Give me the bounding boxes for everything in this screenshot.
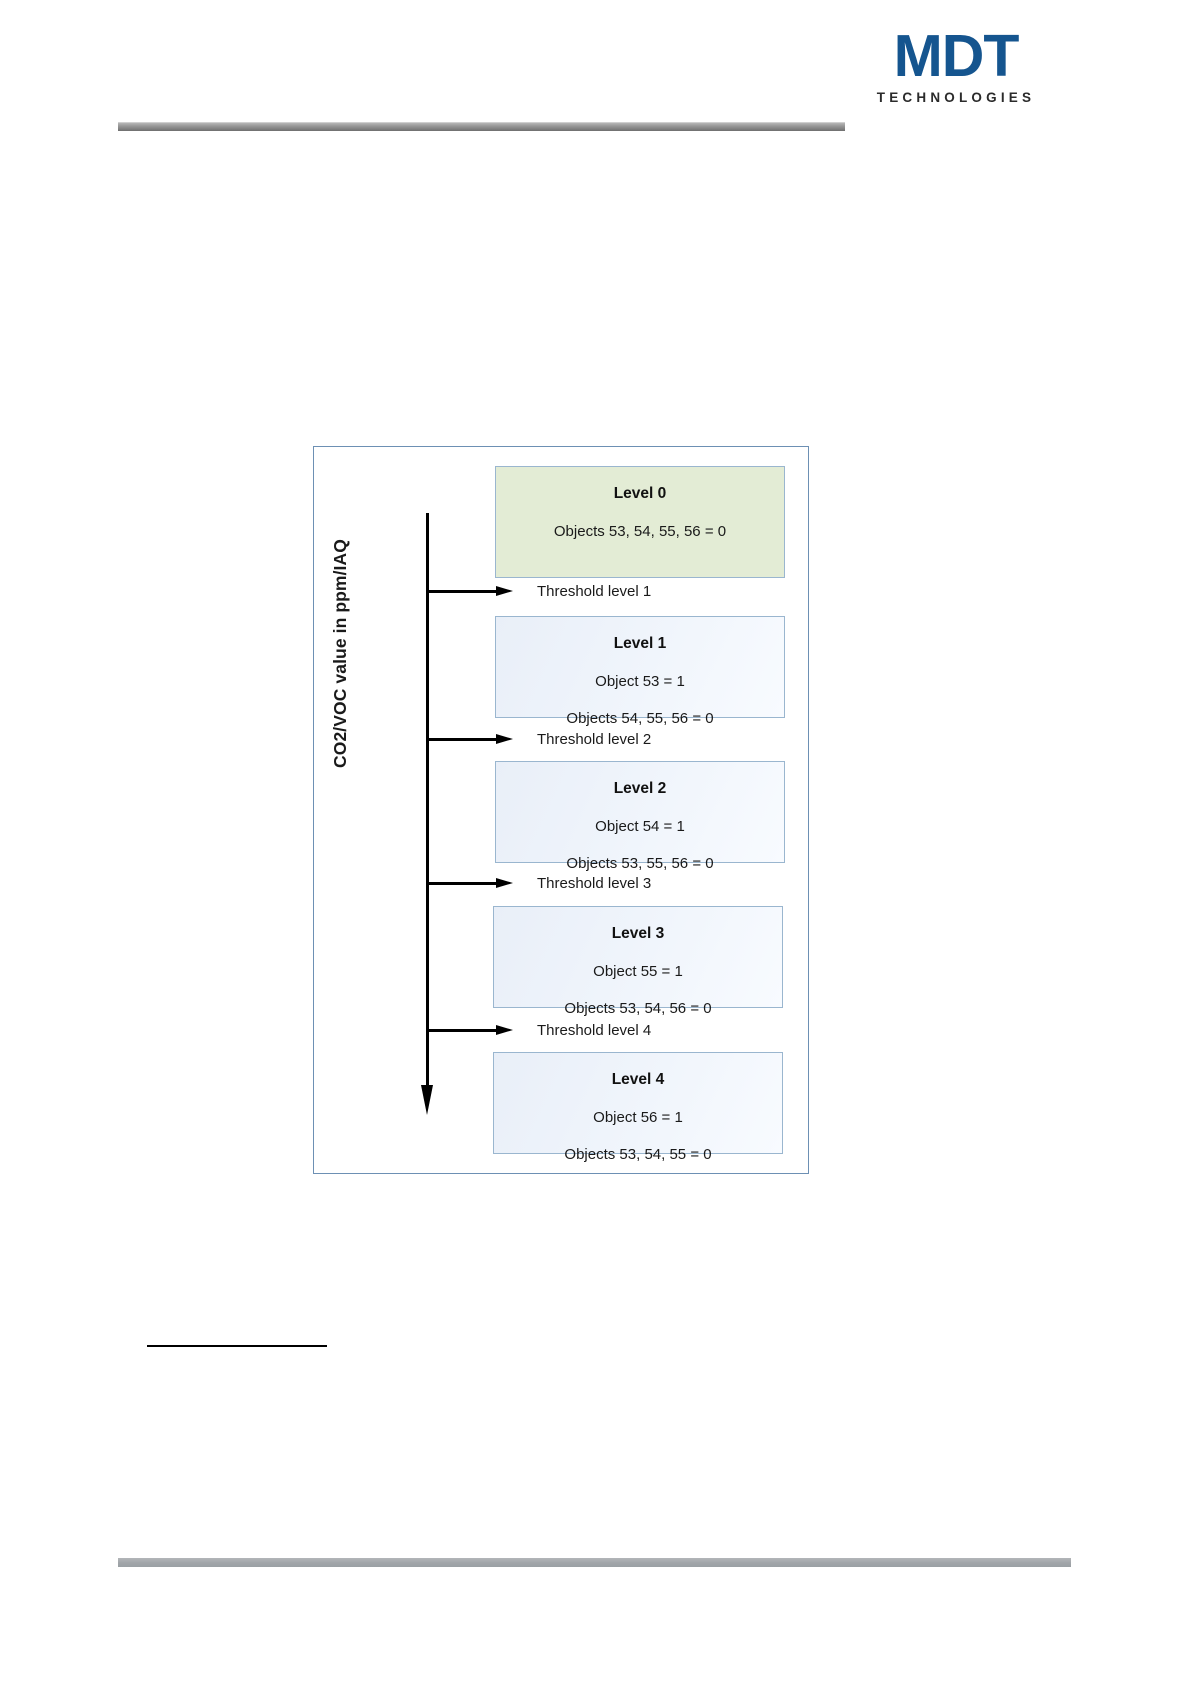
level-box-3: Level 3 Object 55 = 1 Objects 53, 54, 56… bbox=[493, 906, 783, 1017]
threshold-arrow-shaft bbox=[427, 882, 499, 885]
level-title: Level 4 bbox=[611, 1071, 665, 1088]
threshold-arrow-head-icon bbox=[496, 734, 513, 744]
header-divider-rule bbox=[118, 122, 845, 131]
footnote-separator-rule bbox=[147, 1345, 327, 1347]
threshold-arrow-shaft bbox=[427, 590, 499, 593]
threshold-arrow-4 bbox=[427, 1025, 513, 1036]
level-detail-line: Objects 53, 54, 55 = 0 bbox=[564, 1146, 712, 1164]
threshold-arrow-1 bbox=[427, 586, 513, 597]
level-box-0: Level 0 Objects 53, 54, 55, 56 = 0 bbox=[495, 466, 785, 578]
level-detail-line: Objects 53, 54, 55, 56 = 0 bbox=[553, 522, 727, 540]
vertical-axis-arrow bbox=[421, 513, 433, 1115]
level-box-4: Level 4 Object 56 = 1 Objects 53, 54, 55… bbox=[493, 1052, 783, 1163]
level-box-1: Level 1 Object 53 = 1 Objects 54, 55, 56… bbox=[495, 616, 785, 727]
threshold-arrow-shaft bbox=[427, 738, 499, 741]
threshold-label-3: Threshold level 3 bbox=[537, 875, 652, 892]
threshold-label-1: Threshold level 1 bbox=[537, 583, 652, 600]
level-title: Level 1 bbox=[613, 635, 667, 652]
axis-arrow-head-icon bbox=[421, 1085, 433, 1115]
level-detail-line: Objects 53, 54, 56 = 0 bbox=[564, 1000, 712, 1018]
level-detail-line: Object 53 = 1 bbox=[595, 672, 685, 690]
page-header: MDT TECHNOLOGIES bbox=[0, 0, 1191, 140]
footer-divider-rule bbox=[118, 1558, 1071, 1567]
level-detail-line: Object 55 = 1 bbox=[593, 962, 683, 980]
threshold-arrow-shaft bbox=[427, 1029, 499, 1032]
level-box-2: Level 2 Object 54 = 1 Objects 53, 55, 56… bbox=[495, 761, 785, 872]
level-detail-line: Object 54 = 1 bbox=[595, 817, 685, 835]
threshold-arrow-2 bbox=[427, 734, 513, 745]
threshold-label-4: Threshold level 4 bbox=[537, 1022, 652, 1039]
threshold-arrow-3 bbox=[427, 878, 513, 889]
threshold-label-2: Threshold level 2 bbox=[537, 731, 652, 748]
level-detail-line: Objects 54, 55, 56 = 0 bbox=[566, 710, 714, 728]
threshold-arrow-head-icon bbox=[496, 586, 513, 596]
level-detail-line: Objects 53, 55, 56 = 0 bbox=[566, 855, 714, 873]
logo-tagline: TECHNOLOGIES bbox=[876, 90, 1036, 106]
logo-wordmark: MDT bbox=[893, 23, 1020, 89]
level-detail-line: Object 56 = 1 bbox=[593, 1108, 683, 1126]
level-title: Level 2 bbox=[613, 780, 667, 797]
level-title: Level 3 bbox=[611, 925, 665, 942]
level-title: Level 0 bbox=[613, 485, 667, 502]
axis-label-co2-voc: CO2/VOC value in ppm/IAQ bbox=[330, 539, 350, 768]
threshold-arrow-head-icon bbox=[496, 1025, 513, 1035]
threshold-arrow-head-icon bbox=[496, 878, 513, 888]
axis-arrow-shaft bbox=[426, 513, 429, 1088]
mdt-logo: MDT TECHNOLOGIES bbox=[871, 23, 1041, 106]
